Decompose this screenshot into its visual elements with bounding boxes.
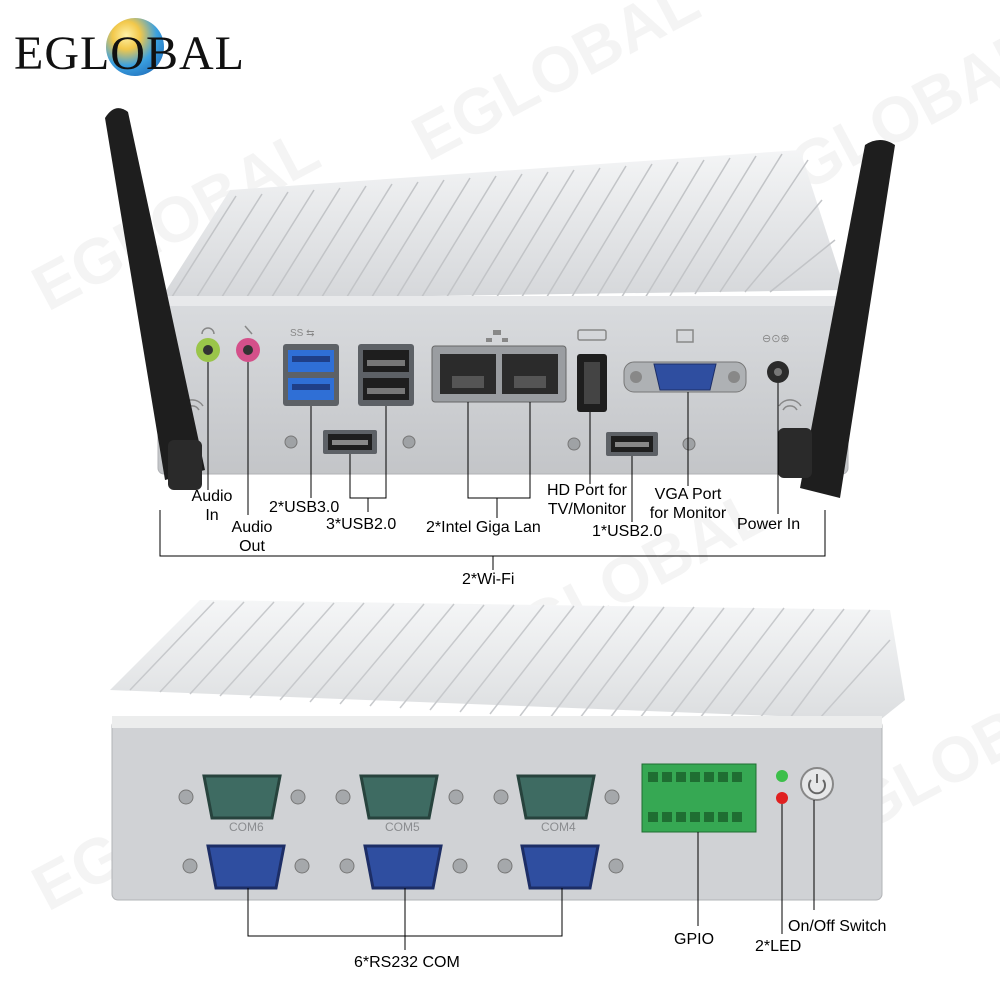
label-usb20-3: 3*USB2.0 — [326, 516, 397, 533]
label-audio-in-line2: In — [205, 507, 219, 524]
label-usb30: 2*USB3.0 — [269, 499, 340, 516]
label-vga: VGA Port for Monitor — [640, 485, 736, 523]
com-ports-bottom-row[interactable] — [182, 844, 624, 890]
label-on-off-switch: On/Off Switch — [788, 918, 887, 935]
globe-icon — [106, 18, 164, 76]
network-icon — [486, 330, 508, 342]
usb-icon: SS ⇆ — [290, 328, 315, 339]
label-vga-line2: for Monitor — [649, 505, 727, 522]
label-power-in: Power In — [737, 516, 801, 533]
dc-power-icon: ⊖⊙⊕ — [762, 333, 790, 345]
audio-in-jack[interactable] — [196, 338, 220, 362]
usb20-single-port[interactable] — [606, 432, 658, 456]
vga-port[interactable] — [623, 361, 747, 393]
power-in-port[interactable] — [767, 361, 789, 383]
hdmi-port[interactable] — [577, 354, 607, 412]
label-audio-out-line1: Audio — [231, 519, 273, 536]
antenna-left — [105, 108, 205, 490]
antenna-right — [778, 140, 895, 498]
label-vga-line1: VGA Port — [654, 486, 722, 503]
microphone-icon — [244, 325, 253, 335]
label-gpio: GPIO — [674, 931, 715, 948]
lan-ports[interactable] — [431, 345, 567, 403]
led-red — [776, 792, 788, 804]
com6-label: COM6 — [229, 820, 264, 834]
brand-logo: EGLOBAL — [14, 12, 254, 92]
hdmi-icon — [577, 329, 607, 341]
audio-out-jack[interactable] — [236, 338, 260, 362]
top-device-illustration: SS ⇆ — [105, 108, 895, 570]
label-audio-out-line2: Out — [239, 538, 265, 555]
callout-lines-bottom — [247, 800, 815, 950]
watermark-6: EGLOBAL — [800, 653, 1000, 865]
label-led: 2*LED — [755, 938, 802, 955]
label-hd-line2: TV/Monitor — [547, 501, 627, 518]
watermark-5: EGLOBAL — [20, 713, 331, 925]
label-wifi: 2*Wi-Fi — [462, 571, 515, 588]
label-audio-out: Audio Out — [226, 518, 278, 556]
usb30-ports[interactable] — [283, 344, 339, 406]
monitor-icon — [676, 329, 694, 343]
led-green — [776, 770, 788, 782]
callout-lines-top — [159, 362, 826, 570]
com5-label: COM5 — [385, 820, 420, 834]
headphone-icon — [201, 327, 215, 335]
com4-label: COM4 — [541, 820, 576, 834]
wifi-icon — [180, 399, 802, 411]
gpio-terminal-block[interactable] — [641, 763, 757, 833]
label-usb20-1: 1*USB2.0 — [592, 523, 663, 540]
label-audio-in: Audio In — [188, 487, 236, 525]
label-lan: 2*Intel Giga Lan — [426, 519, 541, 536]
label-rs232: 6*RS232 COM — [354, 954, 460, 971]
label-hd-line1: HD Port for — [546, 482, 627, 499]
label-audio-in-line1: Audio — [191, 488, 233, 505]
usb20-stacked-ports[interactable] — [358, 344, 414, 406]
heatsink-fins — [160, 150, 845, 301]
logo-text: EGLOBAL — [14, 27, 245, 80]
label-hd-port: HD Port for TV/Monitor — [532, 481, 642, 519]
usb20-lower-port[interactable] — [323, 430, 377, 454]
